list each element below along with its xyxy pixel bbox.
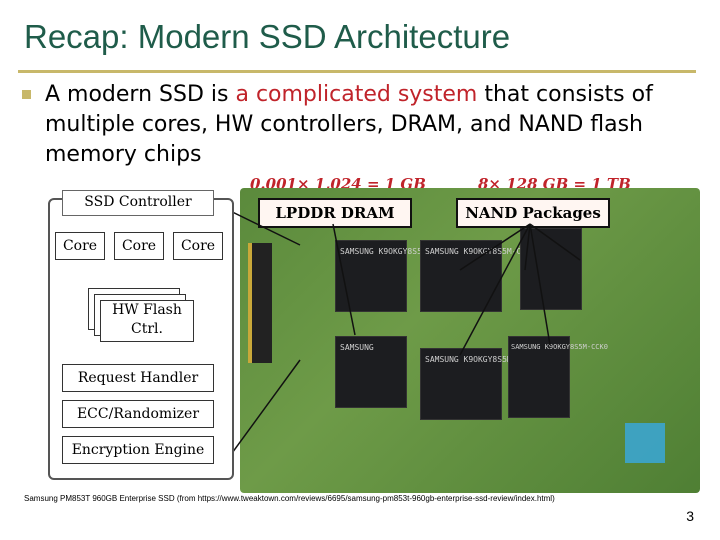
request-handler-box: Request Handler <box>62 364 214 392</box>
title-divider <box>18 70 696 73</box>
board-connector <box>248 243 272 363</box>
ssd-board-image: SAMSUNG K9OKGY8S5M-CCK0 SAMSUNG K9OKGY8S… <box>240 188 700 493</box>
arrow-nand-2 <box>524 223 531 271</box>
chip-label: SAMSUNG K9OKGY8S5M-CCK0 <box>425 355 536 364</box>
bullet-text: A modern SSD is a complicated system tha… <box>45 80 665 170</box>
bullet-text-part-2: that consists of multiple cores, HW cont… <box>45 82 653 167</box>
arrow-nand-4 <box>529 223 551 346</box>
chip-label: SAMSUNG K9OKGY8S5M-CCK0 <box>511 343 608 351</box>
page-title: Recap: Modern SSD Architecture <box>24 18 511 55</box>
arrow-dram <box>332 223 356 336</box>
dram-chip: SAMSUNG <box>335 336 407 408</box>
core-box-2: Core <box>114 232 164 260</box>
nand-chip-top-right <box>520 228 582 310</box>
arrow-nand-3 <box>529 223 581 261</box>
slide-number: 3 <box>686 508 694 524</box>
arrow-nand-5 <box>459 223 531 356</box>
ecc-randomizer-box: ECC/Randomizer <box>62 400 214 428</box>
nand-chip-bottom-center: SAMSUNG K9OKGY8S5M-CCK0 <box>420 348 536 420</box>
hw-flash-ctrl-box: HW Flash Ctrl. <box>100 300 194 342</box>
chip-label: SAMSUNG K9OKGY8S5M-CCK0 <box>340 247 451 256</box>
dram-label-box: LPDDR DRAM <box>258 198 412 228</box>
bullet-marker-icon <box>22 90 31 99</box>
chip-label: SAMSUNG K9OKGY8S5M-CCK0 <box>425 247 536 256</box>
bullet-highlight: a complicated system <box>235 82 478 107</box>
nand-chip-bottom-right: SAMSUNG K9OKGY8S5M-CCK0 <box>508 336 608 418</box>
core-box-1: Core <box>55 232 105 260</box>
chip-label: SAMSUNG <box>340 343 374 352</box>
nand-chip-top-left: SAMSUNG K9OKGY8S5M-CCK0 <box>335 240 451 312</box>
source-caption: Samsung PM853T 960GB Enterprise SSD (fro… <box>24 494 555 503</box>
watermark-logo-icon <box>625 423 665 463</box>
bullet-text-part-1: A modern SSD is <box>45 82 236 107</box>
core-box-3: Core <box>173 232 223 260</box>
arrow-nand-1 <box>459 223 531 271</box>
encryption-engine-box: Encryption Engine <box>62 436 214 464</box>
controller-title: SSD Controller <box>62 190 214 216</box>
